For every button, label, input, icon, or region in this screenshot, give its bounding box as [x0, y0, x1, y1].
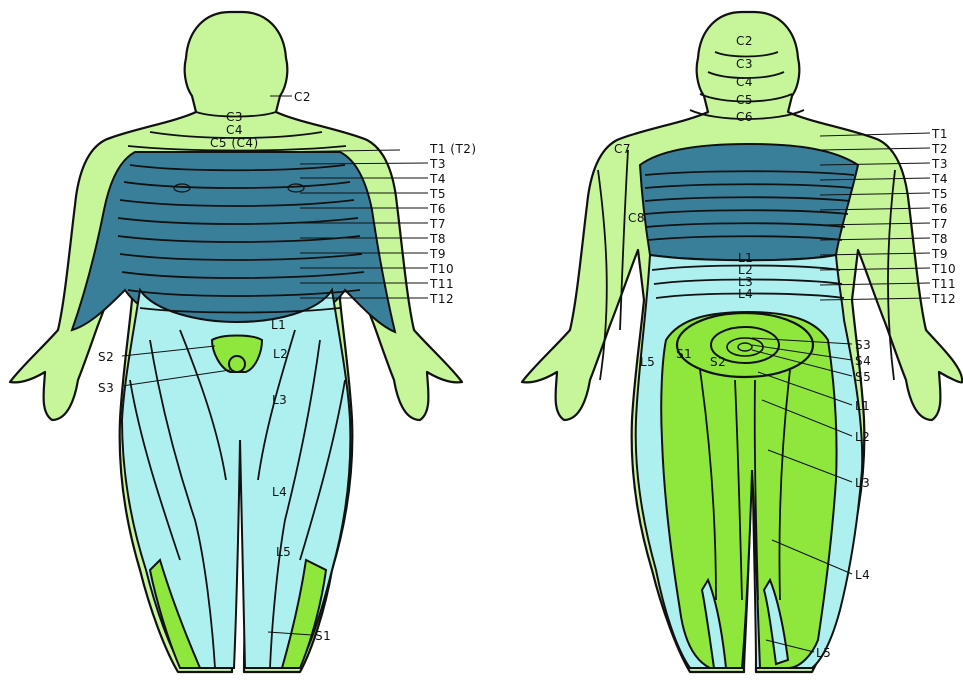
- anterior-label-t8: T8: [429, 232, 446, 246]
- anterior-label-t7: T7: [429, 217, 446, 231]
- anterior-label-t10: T10: [429, 262, 454, 276]
- anterior-label-s3: S3: [98, 381, 114, 395]
- posterior-label-t4: T4: [931, 172, 948, 186]
- posterior-label-s3: S3: [855, 338, 871, 352]
- anterior-label-c5: C5 (C4): [210, 136, 259, 150]
- posterior-label-s2: S2: [710, 355, 726, 369]
- anterior-label-t5: T5: [429, 187, 446, 201]
- posterior-label-t1: T1: [931, 127, 948, 141]
- posterior-label-c4: C4: [736, 75, 753, 89]
- posterior-label-c5: C5: [736, 93, 753, 107]
- anterior-label-t6: T6: [429, 202, 446, 216]
- posterior-thoracic-zone: [640, 144, 858, 260]
- anterior-label-t1: T1 (T2): [429, 142, 477, 156]
- posterior-figure: C2 C3 C4 C5 C6 C7 C8 T1 T2 T3 T4 T5 T6 T…: [522, 12, 962, 672]
- anterior-label-l2: L2: [273, 347, 288, 361]
- posterior-label-t12: T12: [931, 292, 956, 306]
- posterior-label-l3b: L3: [855, 476, 870, 490]
- posterior-label-t3: T3: [931, 157, 948, 171]
- posterior-label-t10: T10: [931, 262, 956, 276]
- posterior-label-t6: T6: [931, 202, 948, 216]
- posterior-label-l5b: L5: [816, 646, 831, 660]
- anterior-label-l1: L1: [271, 318, 286, 332]
- posterior-label-c7: C7: [614, 142, 631, 156]
- posterior-label-l5: L5: [640, 355, 655, 369]
- posterior-label-t2: T2: [931, 142, 948, 156]
- anterior-label-t12: T12: [429, 292, 454, 306]
- anterior-label-c2: C2: [294, 90, 311, 104]
- anterior-label-l3: L3: [272, 393, 287, 407]
- posterior-label-s4: S4: [855, 354, 871, 368]
- posterior-label-s1: S1: [676, 347, 692, 361]
- posterior-label-t7: T7: [931, 217, 948, 231]
- anterior-label-t9: T9: [429, 247, 446, 261]
- anterior-label-s2: S2: [98, 350, 114, 364]
- posterior-label-l1b: L1: [855, 399, 870, 413]
- posterior-label-t11: T11: [931, 277, 956, 291]
- anterior-label-t3: T3: [429, 157, 446, 171]
- anterior-label-t4: T4: [429, 172, 446, 186]
- posterior-label-t8: T8: [931, 232, 948, 246]
- posterior-label-t5: T5: [931, 187, 948, 201]
- anterior-label-l5: L5: [276, 545, 291, 559]
- posterior-label-c8: C8: [628, 211, 645, 225]
- posterior-label-l4: L4: [738, 287, 753, 301]
- posterior-label-c2: C2: [736, 34, 753, 48]
- posterior-label-t9: T9: [931, 247, 948, 261]
- posterior-label-s5: S5: [855, 370, 871, 384]
- anterior-genital-circle: [229, 356, 245, 372]
- anterior-label-t11: T11: [429, 277, 454, 291]
- anterior-figure: C2 C3 C4 C5 (C4) T1 (T2) T3 T4 T5 T6 T7 …: [10, 12, 477, 672]
- posterior-label-c6: C6: [736, 110, 753, 124]
- anterior-label-c4: C4: [226, 123, 243, 137]
- anterior-label-s1: S1: [315, 629, 331, 643]
- anterior-label-c3: C3: [226, 110, 243, 124]
- posterior-label-l2b: L2: [855, 430, 870, 444]
- posterior-label-c3: C3: [736, 57, 753, 71]
- posterior-label-l4b: L4: [855, 568, 870, 582]
- anterior-label-l4: L4: [272, 485, 287, 499]
